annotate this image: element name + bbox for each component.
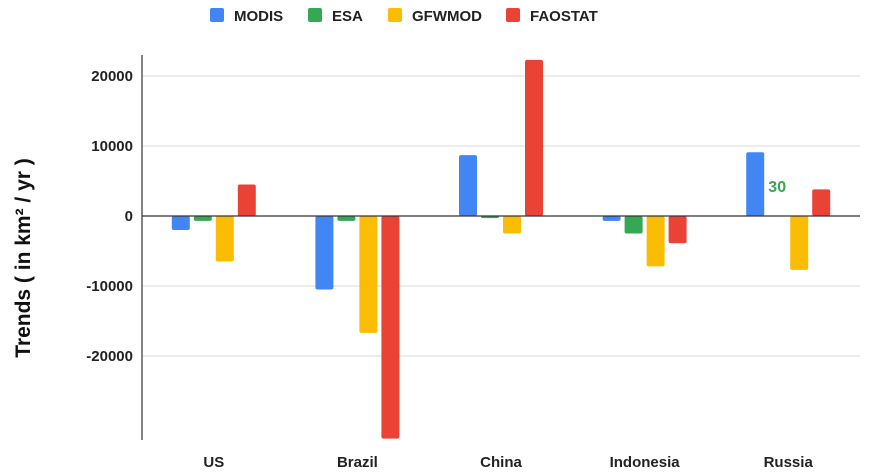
gridlines: [142, 75, 860, 357]
data-label: 30: [768, 179, 786, 196]
bar-esa-us: [193, 216, 212, 221]
legend-label: FAOSTAT: [530, 8, 598, 25]
bar-modis-us: [171, 216, 190, 230]
x-tick-label: Brazil: [337, 454, 378, 471]
bar-modis-china: [459, 155, 477, 216]
y-tick-label: -10000: [86, 278, 133, 295]
legend-label: ESA: [332, 8, 363, 25]
bar-faostat-china: [525, 59, 543, 217]
annotations: 30: [768, 179, 786, 196]
legend-swatch: [506, 8, 520, 22]
bar-faostat-us: [237, 184, 256, 216]
bar-faostat-russia: [812, 189, 831, 216]
y-tick-label: 10000: [91, 138, 133, 155]
bar-gfwmod-indonesia: [646, 216, 665, 267]
bar-modis-russia: [746, 152, 765, 216]
legend-label: MODIS: [234, 8, 283, 25]
bar-gfwmod-us: [215, 216, 234, 262]
legend: MODIS ESA GFWMOD FAOSTAT: [210, 8, 598, 25]
y-tick-label: 20000: [91, 68, 133, 85]
y-tick-label: -20000: [86, 348, 133, 365]
bar-gfwmod-russia: [790, 216, 809, 270]
bar-faostat-brazil: [381, 216, 400, 439]
bar-modis-brazil: [315, 216, 334, 290]
category-labels: US Brazil China Indonesia Russia: [203, 454, 813, 471]
y-tick-label: 0: [125, 208, 133, 225]
bar-esa-indonesia: [624, 216, 643, 234]
bar-esa-brazil: [337, 216, 356, 221]
x-tick-label: US: [203, 454, 224, 471]
legend-label: GFWMOD: [412, 8, 482, 25]
bar-modis-indonesia: [602, 216, 621, 221]
x-tick-label: Russia: [764, 454, 814, 471]
x-tick-label: China: [480, 454, 522, 471]
bar-gfwmod-brazil: [359, 216, 378, 333]
legend-swatch: [210, 8, 224, 22]
legend-swatch: [308, 8, 322, 22]
y-tick-labels: -20000 -10000 0 10000 20000: [86, 68, 133, 365]
bars: [171, 59, 831, 439]
bar-faostat-indonesia: [668, 216, 687, 244]
y-axis-label: Trends ( in km² / yr ): [12, 158, 35, 358]
legend-swatch: [388, 8, 402, 22]
x-tick-label: Indonesia: [610, 454, 681, 471]
bar-gfwmod-china: [503, 216, 521, 234]
